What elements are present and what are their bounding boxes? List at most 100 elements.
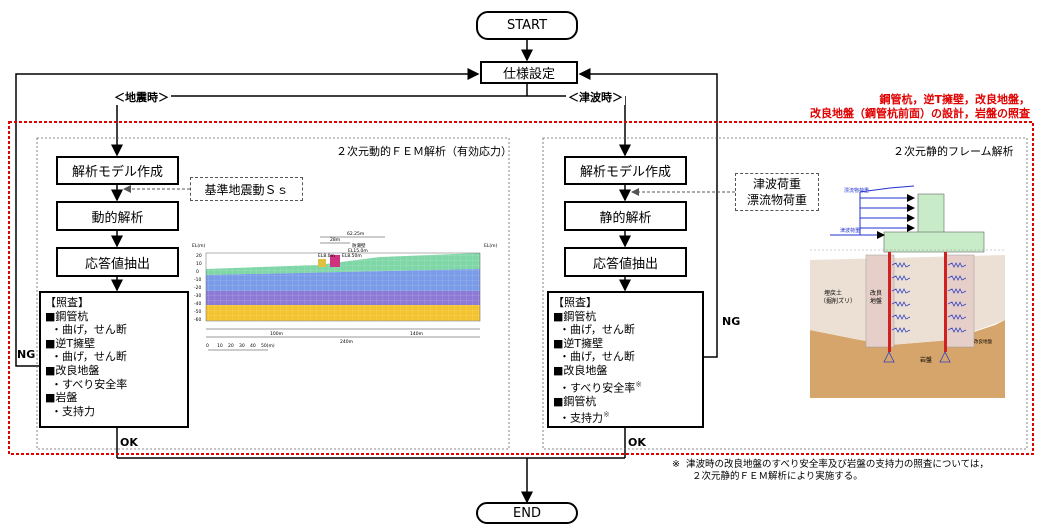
load-drift-label: 漂流物荷重 (844, 187, 869, 194)
tsunami-input-box: 津波荷重 漂流物荷重 (735, 173, 819, 211)
scope-label: 鋼管杭，逆T擁壁，改良地盤， 改良地盤（鋼管杭前面）の設計，岩盤の照査 (810, 93, 1030, 121)
fem-scale-20: 20 (228, 343, 234, 349)
scope-label-line2: 改良地盤（鋼管杭前面）の設計，岩盤の照査 (810, 107, 1030, 120)
t-wall (883, 193, 985, 253)
seismic-check-item-3: ■改良地盤 (45, 363, 100, 377)
seismic-ng-label: NG (17, 348, 36, 361)
tsunami-check-detail-2: ・曲げ，せん断 (559, 350, 635, 364)
tsunami-input-line1: 津波荷重 (752, 177, 801, 191)
fem-tick-8: -50 (194, 309, 201, 315)
tsunami-check-detail-3: ・すべり安全率※ (553, 378, 702, 395)
fill-label-1: 埋戻土 (824, 289, 842, 297)
fem-scale-10: 10 (217, 343, 223, 349)
tsunami-check-mark-3: ※ (635, 379, 642, 389)
improved-label-2: 地盤 (870, 297, 882, 305)
seismic-check-item-2: ■逆T擁壁 (45, 336, 96, 350)
tsunami-check-detail-3-text: ・すべり安全率 (559, 381, 636, 395)
load-tsunami-label: 津波荷重 (840, 227, 860, 234)
tsunami-response-label: 応答値抽出 (592, 256, 658, 272)
end-label: END (513, 505, 541, 521)
seismic-model-box: 解析モデル作成 (56, 156, 179, 185)
improved-label-1: 改良 (870, 289, 882, 297)
tsunami-check-detail-4: ・支持力※ (553, 408, 702, 425)
tsunami-ok-label: OK (628, 436, 646, 449)
fem-scale-40: 40 (250, 343, 256, 349)
footnote-line1: 津波時の改良地盤のすべり安全率及び岩盤の支持力の照査については， (686, 459, 989, 470)
fem-dim-total: 240m (340, 339, 353, 345)
spec-setting-box: 仕様設定 (480, 61, 578, 84)
start-label: START (506, 18, 548, 33)
seismic-ok-label: OK (120, 436, 138, 449)
tsunami-response-box: 応答値抽出 (564, 247, 687, 277)
tsunami-check-item-1: ■鋼管杭 (553, 309, 597, 323)
tsunami-load-arrows (830, 185, 915, 239)
fem-wall-mark (330, 255, 340, 267)
soil-springs (891, 262, 967, 333)
fem-backfill-mark (318, 259, 326, 267)
tsunami-input-line2: 漂流物荷重 (746, 193, 807, 207)
seismic-analysis-box: 動的解析 (56, 201, 179, 231)
frame-model-figure: 漂流物荷重 津波荷重 埋戻土 （掘削ズリ） 改良 地盤 岩盤 改良地盤 (810, 185, 1005, 398)
seismic-check-detail-1: ・曲げ，せん断 (51, 323, 127, 337)
footnote: ※ 津波時の改良地盤のすべり安全率及び岩盤の支持力の照査については， ２次元静的… (672, 459, 989, 483)
tsunami-model-box: 解析モデル作成 (564, 156, 687, 185)
fem-mesh-figure: 62.25m 28m 防潮壁 EL15.0m EL8.0m EL8.50m EL… (192, 231, 497, 351)
fem-scale-30: 30 (239, 343, 245, 349)
tsunami-check-mark-4: ※ (603, 410, 610, 420)
seismic-response-box: 応答値抽出 (56, 247, 179, 277)
fem-scale-0: 0 (206, 343, 209, 349)
footnote-mark: ※ (672, 459, 680, 470)
fill-label-2: （掘削ズリ） (820, 297, 856, 305)
tsunami-check-header: 【照査】 (553, 296, 597, 309)
fem-dim-top: 62.25m (347, 231, 364, 237)
fem-tick-5: -20 (194, 285, 201, 291)
tsunami-check-item-2: ■逆T擁壁 (553, 336, 604, 350)
fem-tick-6: -30 (194, 293, 201, 299)
end-terminal: END (476, 502, 578, 524)
seismic-check-box: 【照査】 ■鋼管杭 ・曲げ，せん断 ■逆T擁壁 ・曲げ，せん断 ■改良地盤 ・す… (39, 291, 189, 428)
seismic-panel-title: ２次元動的ＦＥＭ解析（有効応力） (336, 145, 512, 158)
rock-label: 岩盤 (920, 356, 932, 364)
fem-tick-2: 10 (196, 261, 202, 267)
seismic-input-box: 基準地震動Ｓｓ (190, 177, 303, 201)
seismic-check-detail-4: ・支持力 (51, 404, 95, 418)
fem-scale-50: 50(m) (261, 343, 275, 349)
tsunami-check-detail-1: ・曲げ，せん断 (559, 323, 635, 337)
tsunami-model-label: 解析モデル作成 (579, 165, 671, 180)
fem-wall-label: 防潮壁 (352, 242, 366, 249)
fem-tick-7: -40 (194, 301, 201, 307)
tsunami-panel-title: ２次元静的フレーム解析 (893, 145, 1014, 158)
seismic-analysis-label: 動的解析 (91, 210, 144, 226)
tsunami-case-label: ＜津波時＞ (566, 89, 625, 105)
fem-axis-label-right: EL(m) (484, 243, 497, 249)
seismic-model-label: 解析モデル作成 (71, 165, 163, 180)
steel-pile-right (944, 252, 947, 352)
tsunami-check-item-4: ■鋼管杭 (553, 394, 597, 408)
tsunami-ng-label: NG (722, 315, 741, 328)
spec-setting-label: 仕様設定 (502, 67, 555, 82)
seismic-check-detail-3: ・すべり安全率 (51, 377, 128, 391)
fem-dim-right: 140m (410, 331, 423, 337)
tsunami-check-detail-4-text: ・支持力 (559, 412, 603, 426)
fem-el-a: EL8.0m (318, 253, 335, 259)
improved-ground-right (945, 254, 975, 348)
fem-tick-1: 20 (196, 253, 202, 259)
steel-pile-left (888, 252, 891, 352)
fem-tick-9: -60 (194, 317, 201, 323)
fem-tick-4: -10 (194, 277, 201, 283)
fem-el-b: EL8.50m (342, 253, 362, 259)
fem-el-top: EL15.0m (348, 248, 368, 254)
seismic-input-label: 基準地震動Ｓｓ (204, 182, 289, 197)
tsunami-check-item-3: ■改良地盤 (553, 363, 608, 377)
seismic-response-label: 応答値抽出 (84, 256, 150, 272)
seismic-check-item-4: ■岩盤 (45, 391, 78, 405)
fem-dim-left: 100m (270, 331, 283, 337)
fem-tick-3: 0 (196, 269, 199, 275)
seismic-check-detail-2: ・曲げ，せん断 (51, 350, 127, 364)
footnote-line2: ２次元静的ＦＥＭ解析により実施する。 (692, 471, 863, 482)
scope-label-line1: 鋼管杭，逆T擁壁，改良地盤， (879, 93, 1030, 106)
tsunami-analysis-label: 静的解析 (599, 210, 652, 226)
tsunami-check-box: 【照査】 ■鋼管杭 ・曲げ，せん断 ■逆T擁壁 ・曲げ，せん断 ■改良地盤 ・す… (547, 291, 704, 428)
start-terminal: START (476, 11, 578, 40)
